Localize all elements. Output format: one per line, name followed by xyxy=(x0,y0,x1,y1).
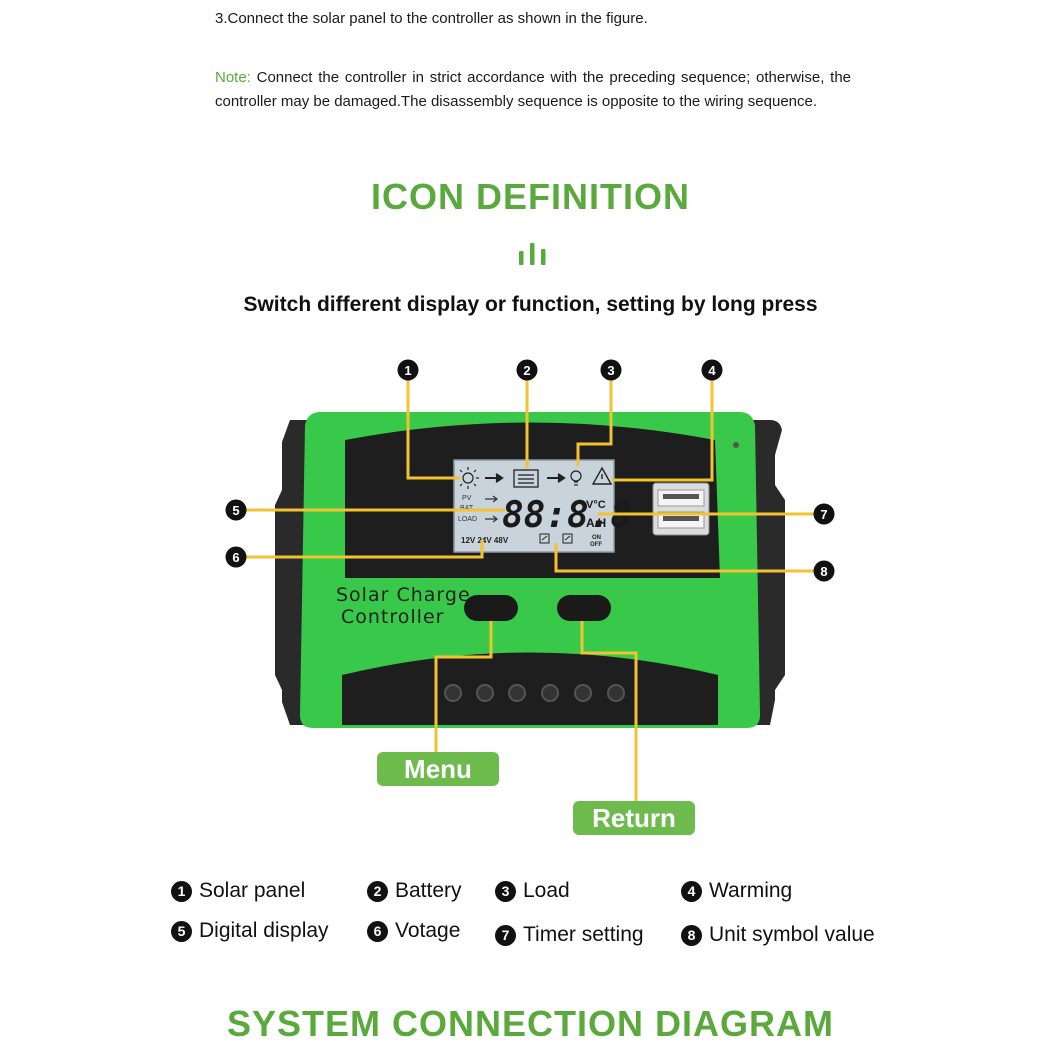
lcd-arrow-icon xyxy=(485,473,504,483)
legend-label: Votage xyxy=(395,919,461,942)
lcd-pv-label: PV xyxy=(462,495,472,502)
legend-number: 1 xyxy=(171,880,192,902)
legend-number: 5 xyxy=(171,920,192,942)
status-led xyxy=(733,442,739,448)
legend-item-unit-symbol-value: 8 Unit symbol value xyxy=(681,923,875,947)
lcd-warning-icon xyxy=(591,466,613,485)
svg-text:7: 7 xyxy=(820,507,827,522)
legend-number: 2 xyxy=(367,880,388,902)
charge-controller-illustration: PV BAT LOAD 88:8.8 V°C A H 12V 24V 48V O… xyxy=(225,359,835,802)
note-text: Connect the controller in strict accorda… xyxy=(215,69,851,110)
menu-physical-button[interactable] xyxy=(464,595,518,621)
lcd-load-arrow-icon xyxy=(485,515,498,523)
lcd-off-label: OFF xyxy=(590,542,602,548)
callout-badge-2: 2 xyxy=(516,359,538,381)
legend-number: 4 xyxy=(681,880,702,902)
system-connection-title: SYSTEM CONNECTION DIAGRAM xyxy=(226,1003,834,1044)
lcd-bulb-icon xyxy=(570,470,582,486)
brand-line-1: Solar Charge xyxy=(336,584,471,606)
legend-label: Unit symbol value xyxy=(709,923,875,946)
callout-badge-8: 8 xyxy=(813,560,835,582)
legend-number: 8 xyxy=(681,924,702,946)
legend-label: Load xyxy=(523,879,570,902)
svg-text:1: 1 xyxy=(404,363,411,378)
return-physical-button[interactable] xyxy=(557,595,611,621)
return-button[interactable]: Return xyxy=(573,801,695,835)
lcd-load-label: LOAD xyxy=(458,516,477,523)
svg-text:3: 3 xyxy=(607,363,614,378)
lcd-pv-arrow-icon xyxy=(485,495,498,503)
callout-badge-1: 1 xyxy=(397,359,419,381)
callout-badge-3: 3 xyxy=(600,359,622,381)
lcd-timer-icon xyxy=(539,533,573,544)
legend-number: 3 xyxy=(495,880,516,902)
callout-badge-4: 4 xyxy=(701,359,723,381)
callout-badge-7: 7 xyxy=(813,503,835,525)
legend-item-timer-setting: 7 Timer setting xyxy=(495,923,644,947)
legend-label: Solar panel xyxy=(199,879,306,902)
legend-label: Battery xyxy=(395,879,462,902)
menu-button[interactable]: Menu xyxy=(377,752,499,786)
callout-lines xyxy=(246,380,815,802)
svg-text:2: 2 xyxy=(523,363,530,378)
svg-text:8: 8 xyxy=(820,564,827,579)
legend-item-solar-panel: 1 Solar panel xyxy=(171,879,305,903)
icon-definition-title: ICON DEFINITION xyxy=(371,176,690,217)
usb-ports xyxy=(652,482,710,536)
wire-terminals xyxy=(444,684,625,702)
lcd-on-label: ON xyxy=(592,535,601,541)
lcd-unit-top: V°C xyxy=(586,499,606,511)
legend-item-battery: 2 Battery xyxy=(367,879,462,903)
lcd-voltage-options: 12V 24V 48V xyxy=(461,536,509,545)
callout-badge-5: 5 xyxy=(225,499,247,521)
callout-badge-6: 6 xyxy=(225,546,247,568)
lcd-unit-bottom: A H xyxy=(586,516,606,530)
note-label: Note: xyxy=(215,69,251,86)
svg-text:4: 4 xyxy=(708,363,716,378)
legend-item-load: 3 Load xyxy=(495,879,570,903)
note-paragraph: Note: Connect the controller in strict a… xyxy=(215,66,851,114)
bars-decoration-icon xyxy=(519,243,546,265)
svg-text:5: 5 xyxy=(232,503,239,518)
legend-item-votage: 6 Votage xyxy=(367,919,460,943)
lcd-sun-icon xyxy=(457,467,479,489)
legend-label: Warming xyxy=(709,879,793,902)
legend-item-digital-display: 5 Digital display xyxy=(171,919,329,943)
lcd-arrow-icon-2 xyxy=(547,473,566,483)
lcd-battery-icon xyxy=(513,469,539,488)
svg-text:6: 6 xyxy=(232,550,239,565)
legend-label: Digital display xyxy=(199,919,329,942)
icon-section-subtitle: Switch different display or function, se… xyxy=(243,293,818,316)
legend-number: 6 xyxy=(367,920,388,942)
step-instruction: 3.Connect the solar panel to the control… xyxy=(215,10,648,27)
legend-item-warming: 4 Warming xyxy=(681,879,792,903)
legend-label: Timer setting xyxy=(523,923,644,946)
legend-number: 7 xyxy=(495,924,516,946)
brand-line-2: Controller xyxy=(341,606,444,628)
